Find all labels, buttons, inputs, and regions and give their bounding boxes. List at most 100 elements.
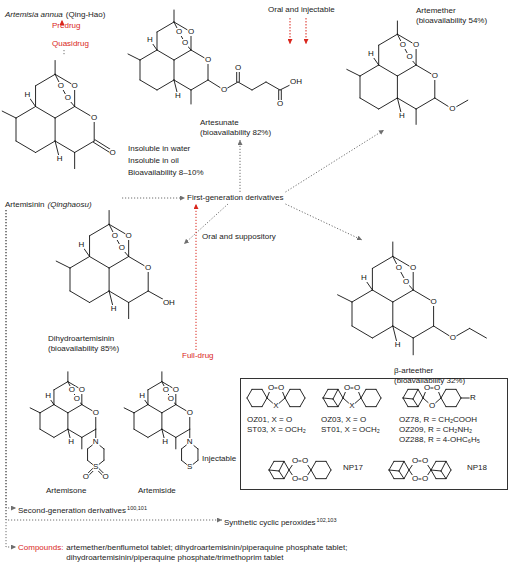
node-text: ST01, X = OCH₂: [321, 425, 380, 435]
route-arrow: [306, 18, 307, 44]
bond-line: [134, 429, 148, 437]
bond-line: [269, 470, 279, 471]
bond-line: [55, 61, 56, 75]
bond-line: [109, 211, 110, 225]
bond-line: [124, 408, 134, 413]
bond-line: [157, 32, 158, 50]
bond-line: [300, 389, 305, 398]
atom-label: O: [92, 409, 99, 417]
node-text: ST03, X = OCH₂: [247, 425, 306, 435]
bond-line: [16, 118, 17, 141]
bond-line: [103, 449, 104, 460]
bond-line: [323, 398, 328, 407]
annotation: Insoluble in oil: [128, 156, 179, 166]
bond-line: [418, 389, 423, 398]
bond-line: [176, 429, 190, 437]
bond-line: [338, 389, 343, 398]
atom-label: O: [412, 41, 419, 49]
compound-node: β-arteether(bioavailability 32%): [334, 240, 510, 388]
annotation: Bioavailability 8–10%: [128, 168, 204, 178]
atom-label: H: [175, 92, 182, 100]
bond-line: [372, 290, 392, 302]
compound-box: OZ01, X = OST03, X = OCH₂OZ03, X = OST01…: [240, 378, 508, 490]
atom-label: N: [186, 438, 193, 446]
bond-line: [316, 478, 326, 479]
node-title: Dihydroartemisinin: [48, 334, 184, 344]
bond-line: [326, 461, 331, 470]
atom-label: H: [24, 91, 31, 99]
bond-line: [360, 76, 361, 98]
atom-label: X: [273, 402, 279, 410]
bond-line: [191, 80, 208, 90]
bond-line: [408, 406, 418, 407]
bond-line: [323, 389, 328, 398]
atom-label: O: [433, 384, 440, 392]
group-label: Second-generation derivatives100,101: [16, 498, 149, 518]
bond-line: [284, 461, 289, 470]
bond-line: [140, 50, 157, 60]
bond-line: [361, 389, 366, 398]
bond-line: [197, 449, 198, 460]
bond-line: [16, 107, 36, 119]
bond-line: [30, 408, 40, 413]
atom-label: O: [64, 94, 71, 102]
atom-label: OH: [162, 299, 175, 307]
atom-label: O: [267, 384, 274, 392]
node-text: NP17: [343, 463, 363, 473]
bond-line: [157, 50, 174, 60]
node-title: Artemether: [416, 6, 510, 16]
connector: [6, 210, 16, 547]
node-text: 102,103: [317, 517, 337, 523]
atom-label: S: [93, 463, 99, 471]
bond-line: [70, 257, 90, 269]
atom-label: H: [139, 392, 146, 400]
compound-node: Artemether(bioavailability 54%): [344, 4, 510, 130]
node-text: NP18: [467, 463, 487, 473]
category-label: Quasidrug: [50, 38, 91, 50]
bond-line: [266, 82, 280, 90]
bond-line: [252, 406, 262, 407]
connector: [285, 130, 384, 192]
node-title: First-generation derivatives: [187, 193, 283, 203]
bond-line: [431, 461, 436, 470]
node-title: β-arteether: [394, 366, 510, 376]
node-title: Artemisia annua: [5, 10, 63, 19]
node-text: (Qinghaosu): [48, 200, 92, 209]
bond-line: [446, 389, 456, 390]
bond-line: [446, 470, 451, 479]
atom-label: O: [187, 28, 194, 36]
bond-line: [393, 290, 413, 302]
bond-line: [397, 98, 416, 109]
atom-label: O: [399, 41, 406, 49]
route-arrow: [290, 18, 291, 44]
atom-label: O: [73, 395, 80, 403]
annotation: Oral and injectable: [268, 5, 335, 15]
bond-line: [379, 65, 398, 76]
bond-line: [191, 90, 192, 104]
bond-line: [431, 470, 441, 471]
compound-node: Artemisinin(Qinghaosu): [2, 56, 122, 210]
bond-line: [269, 461, 274, 470]
atom-label: O: [175, 28, 182, 36]
connector: [6, 210, 16, 508]
atom-label: O: [220, 86, 227, 94]
bond-line: [148, 405, 162, 413]
atom-label: O: [406, 53, 413, 61]
bond-line: [311, 461, 316, 470]
annotation: Oral and suppository: [202, 232, 276, 242]
bond-line: [333, 399, 338, 407]
bond-line: [284, 470, 289, 479]
node-title: Artemisinin: [5, 200, 45, 209]
bond-line: [140, 80, 157, 90]
atom-label: O: [431, 72, 438, 80]
bond-line: [67, 372, 68, 382]
node-title: Artemisone: [46, 486, 126, 496]
bond-line: [376, 398, 381, 407]
bond-line: [109, 291, 129, 303]
bond-line: [147, 390, 148, 405]
node-text: OZ78, R = CH₂COOH: [399, 415, 477, 425]
bond-line: [56, 261, 70, 268]
bond-line: [148, 382, 162, 390]
bond-line: [470, 328, 487, 338]
atom-label: O: [68, 386, 75, 394]
